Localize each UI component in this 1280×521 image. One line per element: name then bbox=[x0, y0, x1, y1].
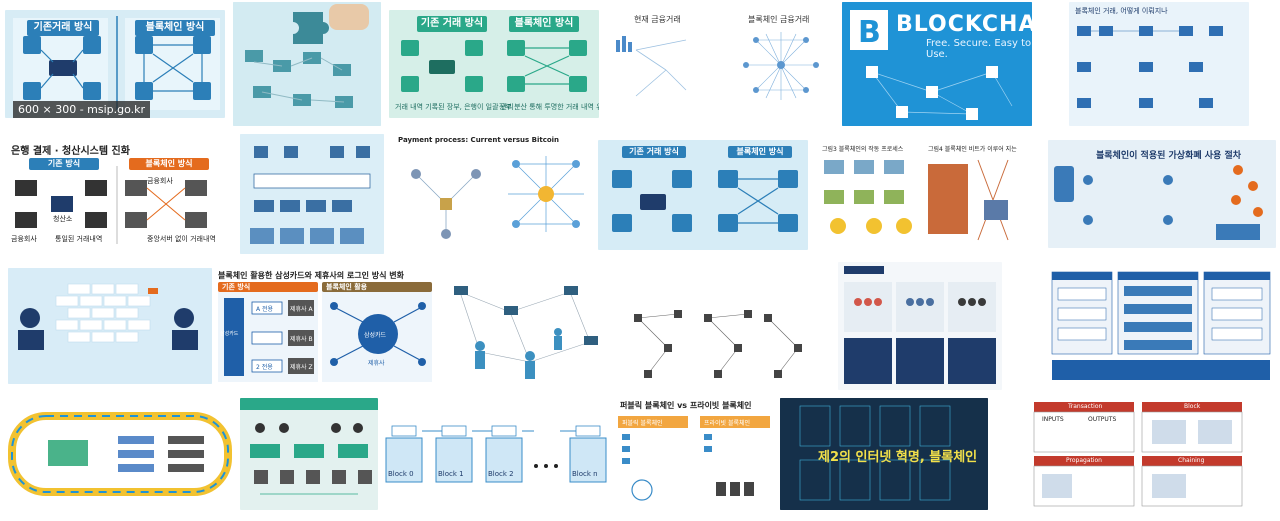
blockchain-revolution-poster bbox=[780, 398, 988, 510]
comparison-diagram-2 bbox=[612, 170, 798, 232]
label-blockchain: 블록체인 방식 bbox=[509, 16, 579, 32]
diagram-title: Payment process: Current versus Bitcoin bbox=[398, 136, 560, 144]
network-comparison-diagram bbox=[616, 32, 819, 100]
label-blockchain: 블록체인 방식 bbox=[129, 158, 209, 170]
label-traditional: 기존 거래 방식 bbox=[622, 146, 686, 158]
financial-company-label-2: 금융회사 bbox=[147, 177, 173, 185]
two-only-label: 2 전용 bbox=[256, 364, 273, 371]
figure3-label: 그림3 블록체인의 작동 프로세스 bbox=[822, 146, 904, 153]
samsung-card-label: 삼성카드 bbox=[220, 331, 239, 337]
unified-record-label: 통일된 거래내역 bbox=[55, 235, 103, 243]
blockchain-title: BLOCKCHAIN bbox=[896, 12, 1032, 37]
blockchain-logo-illustration: B bbox=[842, 2, 1032, 126]
transaction-process-panels bbox=[1033, 402, 1243, 507]
public-vs-private-diagram bbox=[618, 416, 770, 501]
thumbnail-21[interactable]: Block 0 Block 1 Block 2 Block n bbox=[384, 418, 608, 488]
caption-left: 거래 내역 기록된 장부, 은행이 일괄 관리 bbox=[395, 103, 514, 111]
thumbnail-8[interactable] bbox=[240, 134, 384, 254]
blockchain-ledger-diagram bbox=[240, 134, 384, 254]
svg-text:B: B bbox=[858, 15, 881, 50]
thumbnail-3[interactable]: 기존 거래 방식 블록체인 방식 거래 내역 기록된 장부, 은행이 일괄 관리… bbox=[389, 10, 599, 118]
service-architecture-diagram bbox=[1051, 271, 1271, 380]
no-central-server-label: 중앙서버 없이 거래내역 bbox=[147, 235, 216, 243]
figure4-label: 그림4 블록체인 비트가 이루어 지는 bbox=[928, 146, 1017, 153]
transaction-label: Transaction bbox=[1068, 403, 1103, 410]
thumbnail-22[interactable]: 퍼블릭 블록체인 vs 프라이빗 블록체인 퍼블릭 블록체인 프라이빗 블록체인 bbox=[616, 398, 772, 510]
teal-comparison-diagram bbox=[401, 40, 587, 92]
thumbnail-17[interactable] bbox=[838, 262, 1002, 390]
settlement-evolution-diagram bbox=[15, 166, 207, 244]
samsung-login-diagram bbox=[218, 290, 432, 382]
security-wall-illustration bbox=[8, 268, 212, 384]
network-people-illustration bbox=[454, 286, 598, 379]
virtual-currency-procedure bbox=[1054, 165, 1263, 240]
label-traditional: 기존 거래 방식 bbox=[417, 16, 487, 32]
block-label: Block bbox=[1184, 403, 1201, 410]
financial-company-label: 금융회사 bbox=[11, 235, 37, 243]
label-current-finance: 현재 금융거래 bbox=[634, 15, 681, 24]
thumbnail-10[interactable]: 기존 거래 방식 블록체인 방식 bbox=[598, 140, 808, 250]
image-dimension-badge: 600 × 300 - msip.go.kr bbox=[13, 101, 151, 118]
public-blockchain-label: 퍼블릭 블록체인 bbox=[622, 420, 663, 427]
block-1-label: Block 1 bbox=[438, 470, 464, 478]
label-blockchain: 블록체인 방식 bbox=[135, 20, 215, 36]
block-2-label: Block 2 bbox=[488, 470, 514, 478]
block-n-label: Block n bbox=[572, 470, 598, 478]
thumbnail-15[interactable] bbox=[440, 262, 608, 390]
thumbnail-23[interactable]: 제2의 인터넷 혁명, 블록체인 bbox=[780, 398, 988, 510]
propagation-label: Propagation bbox=[1066, 457, 1102, 464]
thumbnail-16[interactable] bbox=[618, 268, 814, 384]
thumbnail-9[interactable]: Payment process: Current versus Bitcoin bbox=[396, 134, 590, 254]
outputs-label: OUTPUTS bbox=[1088, 416, 1117, 423]
thumbnail-19[interactable] bbox=[8, 410, 232, 498]
thumbnail-12[interactable]: 블록체인이 적용된 가상화폐 사용 절차 bbox=[1048, 140, 1276, 248]
diagram-title: 블록체인이 적용된 가상화폐 사용 절차 bbox=[1096, 151, 1242, 161]
partner-b-label: 제휴사 B bbox=[290, 336, 313, 343]
thumbnail-1[interactable]: 기존거래 방식 블록체인 방식 600 × 300 - msip.go.kr bbox=[5, 10, 225, 118]
thumbnail-6[interactable]: 블록체인 거래, 어떻게 이뤄지나 bbox=[1069, 2, 1249, 126]
diagram-title: 블록체인 활용한 삼성카드와 제휴사의 로그인 방식 변화 bbox=[218, 271, 404, 280]
chaining-label: Chaining bbox=[1178, 457, 1205, 464]
label-traditional: 기존거래 방식 bbox=[27, 20, 99, 36]
thumbnail-13[interactable] bbox=[8, 268, 212, 384]
thumbnail-20[interactable] bbox=[240, 398, 378, 510]
hash-chain-diagram bbox=[385, 425, 607, 483]
thumbnail-2[interactable] bbox=[233, 2, 381, 126]
thumbnail-7[interactable]: 은행 결제 · 청산시스템 진화 기존 방식 블록체인 방식 청산소 금융회사 … bbox=[5, 140, 227, 248]
partner-label: 제휴사 bbox=[368, 360, 385, 367]
private-blockchain-label: 프라이빗 블록체인 bbox=[704, 420, 751, 427]
a-only-label: A 전용 bbox=[256, 306, 274, 313]
thumbnail-5[interactable]: B BLOCKCHAIN Free. Secure. Easy to Use. bbox=[842, 2, 1032, 126]
clearing-house-label: 청산소 bbox=[53, 215, 73, 223]
thumbnail-4[interactable]: 현재 금융거래 블록체인 금융거래 bbox=[606, 10, 826, 118]
poster-title: 제2의 인터넷 혁명, 블록체인 bbox=[818, 450, 978, 465]
caption-right: 장부 분산 통해 투명한 거래 내역 유지 bbox=[499, 103, 599, 111]
chain-road-illustration bbox=[8, 412, 232, 496]
samsung-card-center-label: 삼성카드 bbox=[364, 332, 387, 339]
partner-z-label: 제휴사 Z bbox=[290, 364, 313, 371]
thumbnail-14[interactable]: 블록체인 활용한 삼성카드와 제휴사의 로그인 방식 변화 기존 방식 블록체인… bbox=[218, 268, 432, 384]
block-0-label: Block 0 bbox=[388, 470, 414, 478]
payment-process-diagram bbox=[411, 156, 584, 239]
blockchain-types-panels bbox=[844, 266, 996, 384]
diagram-title: 블록체인 거래, 어떻게 이뤄지나 bbox=[1075, 7, 1168, 15]
label-existing: 기존 방식 bbox=[218, 282, 318, 292]
blockchain-subtitle: Free. Secure. Easy to Use. bbox=[926, 38, 1032, 60]
diagram-title: 은행 결제 · 청산시스템 진화 bbox=[11, 146, 130, 157]
thumbnail-11[interactable]: 그림3 블록체인의 작동 프로세스 그림4 블록체인 비트가 이루어 지는 bbox=[818, 140, 1026, 250]
mining-steps-diagram bbox=[634, 310, 802, 378]
diagram-title: 퍼블릭 블록체인 vs 프라이빗 블록체인 bbox=[620, 401, 752, 410]
label-blockchain-finance: 블록체인 금융거래 bbox=[748, 15, 810, 24]
label-blockchain-use: 블록체인 활용 bbox=[322, 282, 432, 292]
thumbnail-24[interactable]: Transaction Block Propagation Chaining I… bbox=[1028, 398, 1248, 510]
ledger-process-illustration bbox=[240, 398, 378, 495]
transaction-flow-diagram bbox=[1077, 26, 1223, 108]
blockchain-process-figure bbox=[824, 159, 1009, 241]
label-blockchain: 블록체인 방식 bbox=[728, 146, 792, 158]
label-existing: 기존 방식 bbox=[29, 158, 99, 170]
partner-a-label: 제휴사 A bbox=[290, 306, 313, 313]
thumbnail-18[interactable] bbox=[1048, 268, 1274, 384]
puzzle-illustration bbox=[233, 2, 381, 126]
inputs-label: INPUTS bbox=[1042, 416, 1064, 423]
